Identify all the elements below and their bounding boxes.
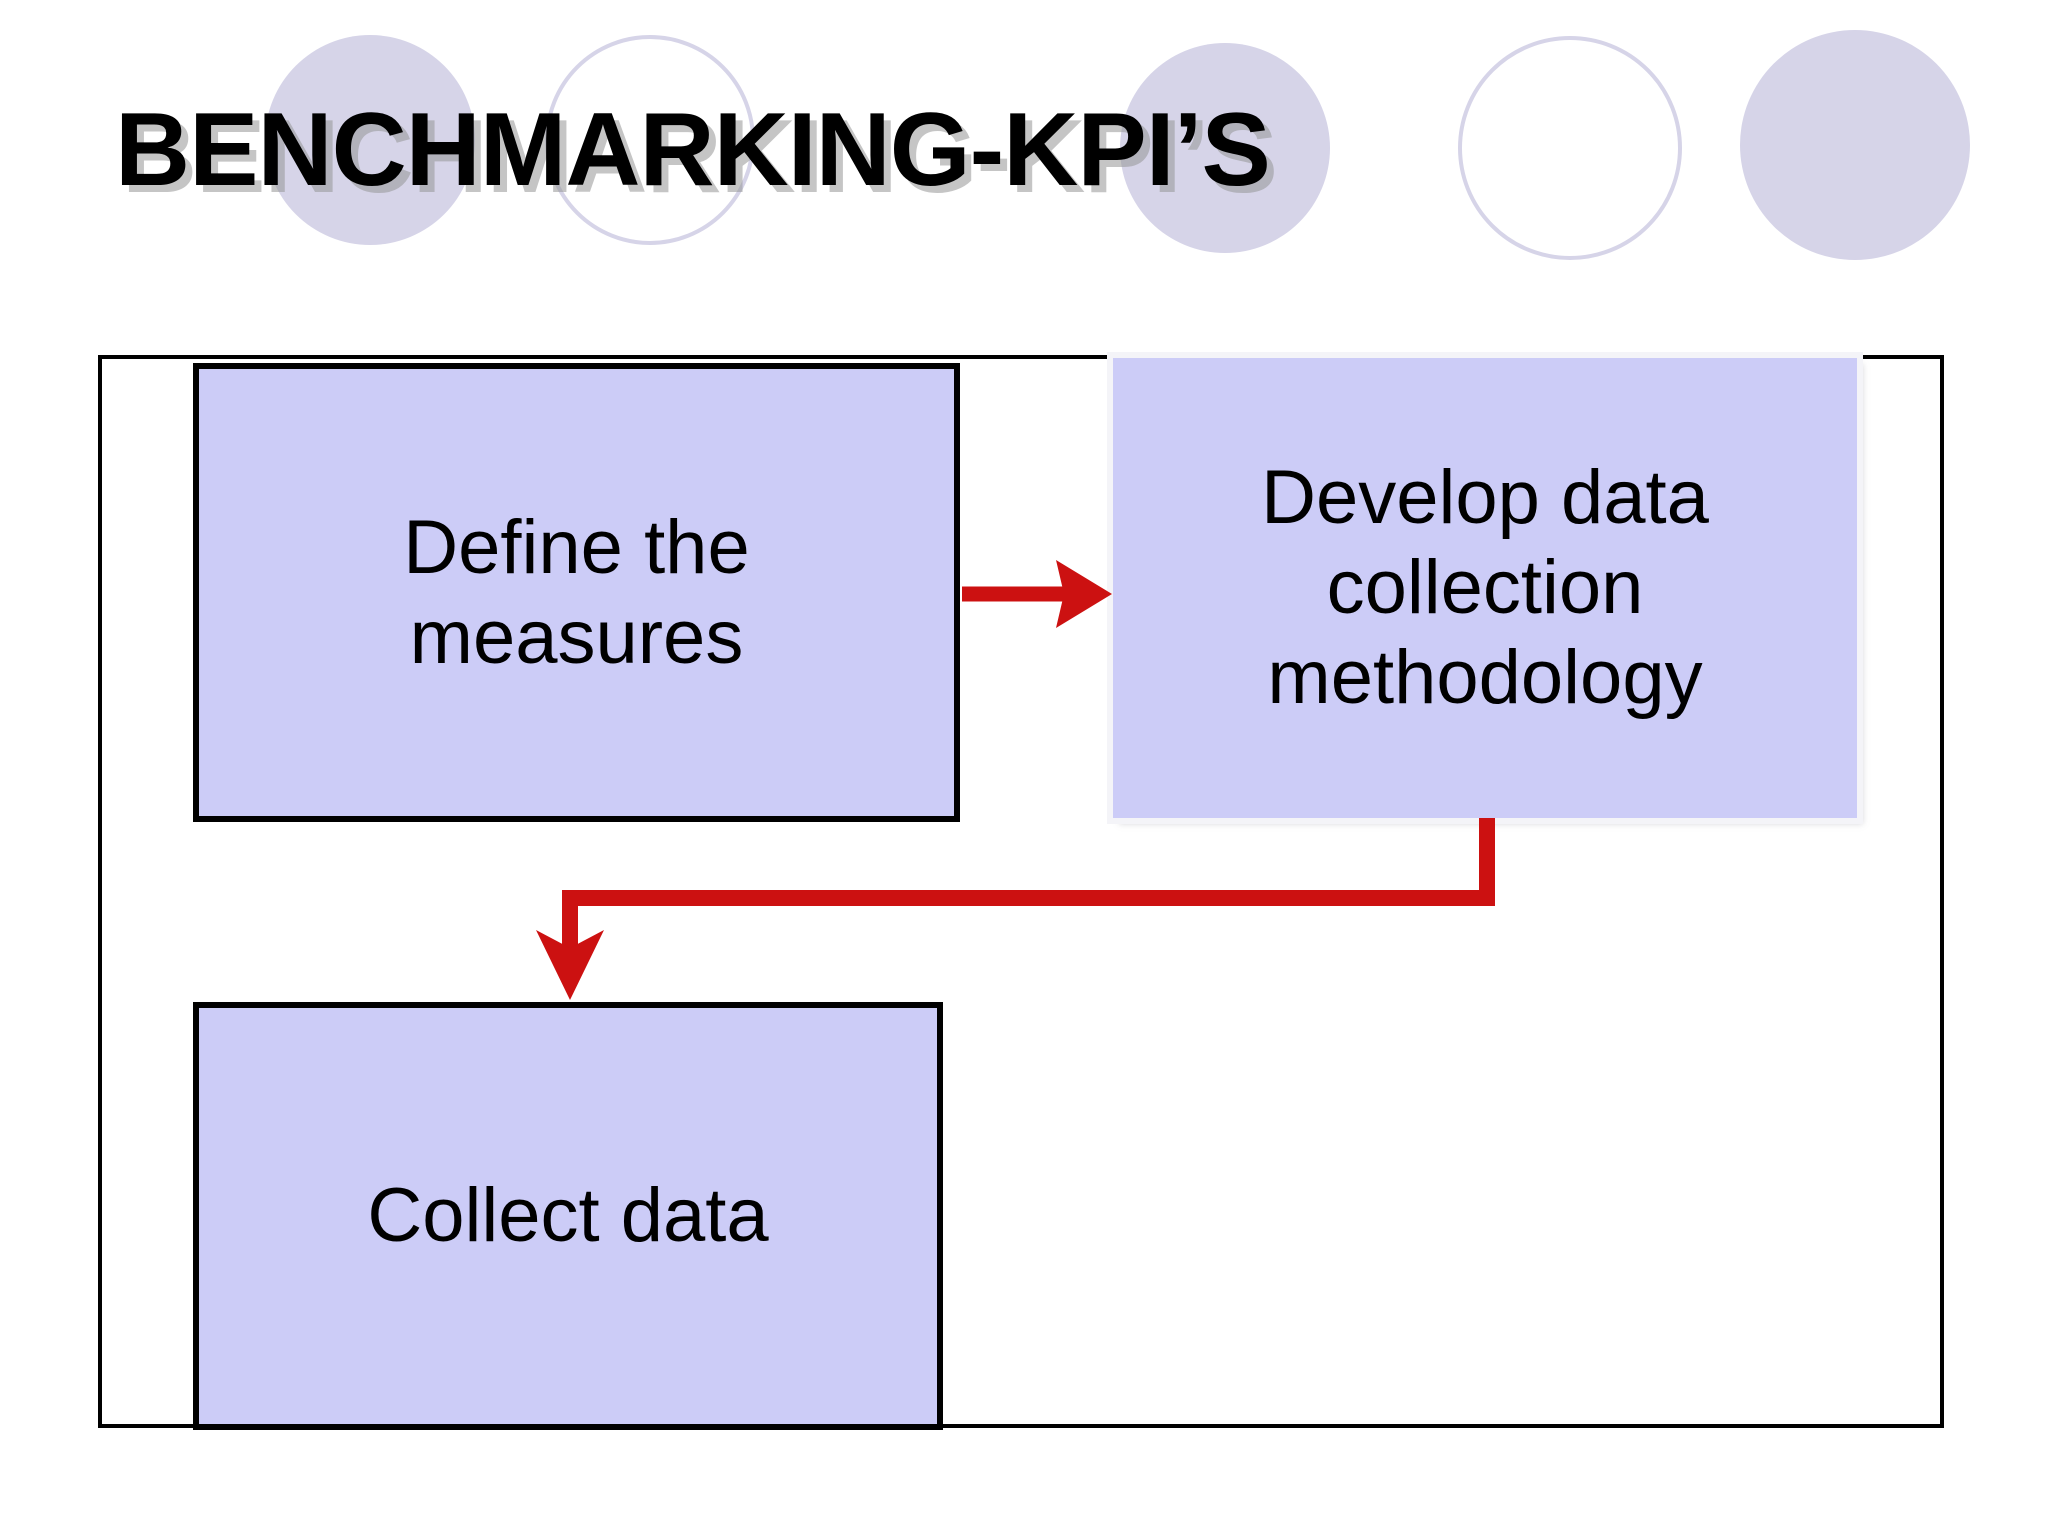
decorative-circle-outline-2	[1458, 36, 1682, 260]
process-frame	[98, 355, 1944, 1428]
process-node-define-the-measures[interactable]: Define the measures	[193, 363, 960, 822]
process-node-collect-data[interactable]: Collect data	[193, 1002, 943, 1430]
page-title: BENCHMARKING-KPI’S	[115, 92, 1271, 208]
process-node-label: Define the measures	[403, 503, 749, 682]
process-node-develop-data-collection-methodology[interactable]: Develop data collection methodology	[1113, 358, 1857, 818]
label-line-2: measures	[409, 594, 744, 680]
label-line-3: methodology	[1267, 634, 1703, 720]
label-line-1: Define the	[403, 504, 750, 590]
label-line-2: collection	[1326, 545, 1644, 631]
label-line-1: Develop data	[1261, 455, 1709, 541]
process-node-label: Collect data	[367, 1173, 769, 1259]
process-node-label: Develop data collection methodology	[1261, 453, 1709, 722]
decorative-circle-filled-3	[1740, 30, 1970, 260]
